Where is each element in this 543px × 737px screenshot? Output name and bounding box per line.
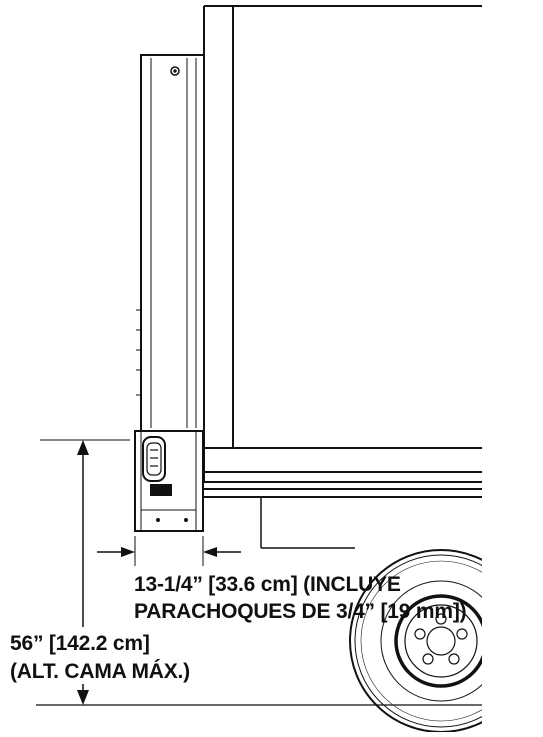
trailer-body: [203, 5, 482, 498]
height-dimension-label-line1: 56” [142.2 cm]: [10, 632, 150, 655]
width-dimension-label-line2: PARACHOQUES DE 3/4” [19 mm]): [134, 600, 467, 623]
vertical-post: [136, 54, 205, 432]
height-dimension: [36, 439, 482, 706]
width-dimension-label-line1: 13-1/4” [33.6 cm] (INCLUYE: [134, 573, 401, 596]
height-dimension-label-line2: (ALT. CAMA MÁX.): [10, 660, 190, 683]
trailer-frame: [260, 497, 355, 549]
width-dimension: [97, 536, 241, 566]
wheel: [349, 549, 482, 732]
bumper-bracket: [134, 430, 204, 532]
